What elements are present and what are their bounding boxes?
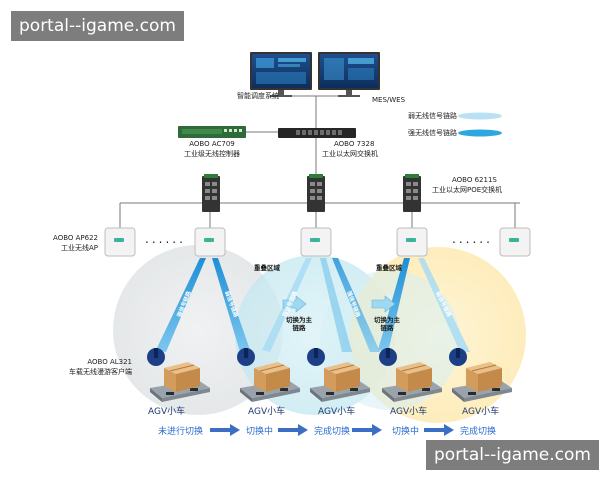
watermark-bottom: portal--igame.com bbox=[426, 440, 599, 470]
agv-label-2: AGV小车 bbox=[248, 407, 286, 417]
wireless-controller-icon bbox=[178, 126, 246, 138]
weak-beam-4 bbox=[320, 258, 352, 352]
ap-led-icons bbox=[114, 238, 519, 242]
coverage-zone-1 bbox=[113, 245, 283, 415]
stage-4: 切换中 bbox=[392, 427, 420, 437]
core-switch-desc: 工业以太网交换机 bbox=[322, 150, 378, 158]
stage-1: 未进行切换 bbox=[158, 427, 204, 437]
agv-vehicle-icon bbox=[449, 348, 512, 402]
agv-vehicle-icon bbox=[379, 348, 442, 402]
legend-strong-label: 强无线信号链路 bbox=[408, 129, 457, 137]
agv-vehicle-icon bbox=[147, 348, 210, 402]
watermark-top: portal--igame.com bbox=[11, 11, 184, 41]
strong-beam-2 bbox=[212, 258, 250, 352]
strong-beam-7 bbox=[332, 258, 380, 352]
stage-5: 完成切换 bbox=[460, 427, 497, 437]
poe-switch-desc: 工业以太网POE交换机 bbox=[432, 186, 503, 194]
server-dispatch-label: 智能调度系统 bbox=[237, 92, 279, 100]
switch-label-2: 切换为主 链路 bbox=[374, 316, 400, 332]
overlap-label-1: 重叠区域 bbox=[254, 264, 280, 272]
agv-label-3: AGV小车 bbox=[318, 407, 356, 417]
agv-vehicle-icon bbox=[307, 348, 370, 402]
server-mes-label: MES/WES bbox=[372, 96, 406, 104]
ap-desc: 工业无线AP bbox=[60, 244, 98, 252]
agv-group bbox=[147, 348, 512, 402]
ap-model: AOBO AP622 bbox=[53, 234, 98, 242]
controller-desc: 工业级无线控制器 bbox=[184, 150, 240, 158]
poe-switch-left-icon bbox=[202, 174, 220, 212]
ap-dots-left: ...... bbox=[145, 232, 186, 246]
stage-arrows bbox=[210, 424, 454, 436]
poe-switch-model: AOBO 6211S bbox=[452, 176, 497, 184]
client-desc: 车载无线漫游客户端 bbox=[69, 368, 132, 376]
agv-label-5: AGV小车 bbox=[462, 407, 500, 417]
legend bbox=[458, 112, 502, 137]
stage-3: 完成切换 bbox=[314, 427, 351, 437]
legend-weak-swatch bbox=[458, 112, 502, 120]
monitor-mes-icon bbox=[318, 52, 380, 97]
switch-arrows bbox=[282, 295, 396, 313]
legend-strong-swatch bbox=[458, 129, 502, 137]
agv-label-4: AGV小车 bbox=[390, 407, 428, 417]
overlap-label-2: 重叠区域 bbox=[376, 264, 402, 272]
controller-model: AOBO AC709 bbox=[189, 140, 235, 148]
agv-label-1: AGV小车 bbox=[148, 407, 186, 417]
ap-dots-right: ...... bbox=[452, 232, 493, 246]
weak-beam-6 bbox=[418, 258, 470, 352]
legend-weak-label: 弱无线信号链路 bbox=[408, 112, 457, 120]
agv-vehicle-icon bbox=[237, 348, 300, 402]
core-switch-icon bbox=[278, 128, 356, 138]
poe-switch-right-icon bbox=[403, 174, 421, 212]
stage-2: 切换中 bbox=[246, 427, 274, 437]
monitor-dispatch-icon bbox=[250, 52, 312, 97]
strong-beam-1 bbox=[156, 258, 206, 352]
client-model: AOBO AL321 bbox=[87, 358, 132, 366]
poe-switch-center-icon bbox=[307, 174, 325, 212]
core-switch-model: AOBO 7328 bbox=[334, 140, 375, 148]
switch-label-1: 切换为主 链路 bbox=[286, 316, 312, 332]
